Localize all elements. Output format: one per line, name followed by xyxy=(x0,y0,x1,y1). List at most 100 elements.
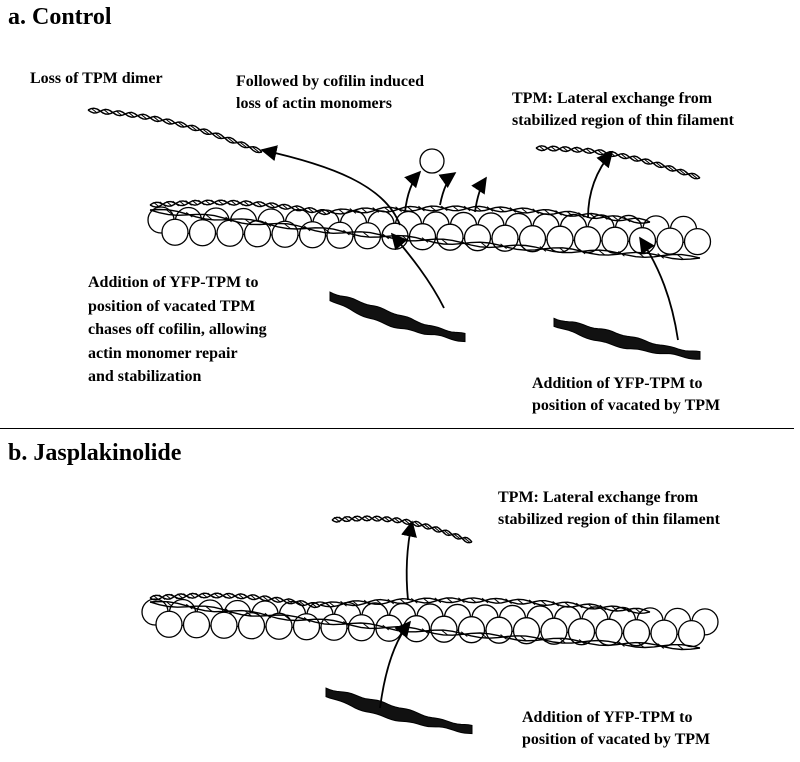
tpm-filament-lower-twist xyxy=(657,253,665,259)
exchanging-tpm-a-twist xyxy=(643,158,651,165)
exchanging-tpm-a-twist xyxy=(649,160,657,166)
tpm-filament-upper-b-twist xyxy=(493,598,501,604)
label-addition-yfp-tpm-b: Addition of YFP-TPM to position of vacat… xyxy=(522,709,711,748)
tpm-filament-left-twist xyxy=(249,200,257,207)
actin-monomer xyxy=(567,618,596,646)
arrow-monomer-release-2 xyxy=(438,172,457,206)
exchanging-tpm-b-twist xyxy=(438,528,446,534)
tpm-filament-left-b-twist xyxy=(231,593,239,599)
dissociated-tpm-dimer-twist xyxy=(109,109,117,116)
actin-monomer xyxy=(573,226,602,254)
tpm-filament-lower-twist xyxy=(323,227,331,234)
dissociated-tpm-dimer-twist xyxy=(134,112,142,119)
arrow-monomer-release-3 xyxy=(471,176,487,213)
dissociated-tpm-dimer-twist xyxy=(208,130,216,137)
tpm-filament-lower-twist xyxy=(441,238,448,245)
actin-monomer xyxy=(485,616,513,644)
tpm-filament-upper-twist xyxy=(463,205,471,212)
actin-monomer xyxy=(182,611,211,639)
exchanging-tpm-b-twist xyxy=(363,515,371,522)
exchanging-tpm-a-twist xyxy=(684,171,692,177)
tpm-filament-upper-twist xyxy=(383,206,391,213)
tpm-filament-upper-b-twist xyxy=(340,600,347,607)
tpm-filament-lower-b-twist xyxy=(343,621,350,627)
tpm-filament-left-twist xyxy=(320,209,327,215)
label-lateral-exchange-a: TPM: Lateral exchange from stabilized re… xyxy=(512,90,734,129)
actin-monomer xyxy=(463,224,492,252)
tpm-filament-upper-twist xyxy=(555,210,562,216)
tpm-filament-upper-b-twist xyxy=(552,600,560,607)
tpm-filament-lower-b-twist xyxy=(500,634,507,640)
tpm-filament-left-b-twist xyxy=(304,601,312,607)
tpm-filament-left-b-twist xyxy=(262,595,269,602)
arrow-dimer-loss xyxy=(260,145,401,226)
exchanging-tpm-a-twist xyxy=(620,153,628,159)
arrow-lateral-exchange-b xyxy=(401,520,417,601)
tpm-filament-upper-b-twist xyxy=(387,598,395,605)
tpm-filament-upper-b-twist xyxy=(410,597,418,604)
actin-monomer xyxy=(457,616,486,644)
actin-monomer xyxy=(650,619,678,647)
dissociated-tpm-dimer-strand-2 xyxy=(87,107,263,154)
tpm-filament-lower-b-twist xyxy=(244,610,252,617)
exchanging-tpm-b-twist xyxy=(443,529,451,536)
panel-a-title: a. Control xyxy=(8,4,112,30)
tpm-filament-lower-b-twist xyxy=(677,644,684,650)
tpm-filament-left-twist xyxy=(230,199,237,206)
exchanging-tpm-a-twist xyxy=(673,167,680,174)
exchanging-tpm-b-twist xyxy=(358,515,366,522)
tpm-filament-left-twist xyxy=(307,207,315,213)
tpm-filament-left-b-twist xyxy=(255,594,263,601)
tpm-filament-left-b-twist xyxy=(292,599,300,606)
tpm-filament-lower-b-twist xyxy=(362,622,370,629)
dissociated-tpm-dimer-twist xyxy=(233,139,241,146)
tpm-filament-upper-b-twist xyxy=(446,597,453,603)
exchanging-tpm-b-twist xyxy=(383,516,391,522)
tpm-filament-lower-twist xyxy=(303,225,311,232)
arrow-yfp-insert-b xyxy=(379,620,412,709)
dissociated-tpm-dimer-twist xyxy=(252,146,260,153)
exchanging-tpm-a-twist xyxy=(556,146,563,152)
tpm-filament-upper-twist xyxy=(440,205,448,212)
actin-monomer xyxy=(237,612,266,640)
tpm-filament-lower-twist xyxy=(500,243,507,250)
tpm-filament-left-twist xyxy=(153,201,160,208)
exchanging-tpm-b-twist xyxy=(458,535,466,541)
tpm-filament-upper-twist xyxy=(532,208,540,215)
exchanging-tpm-b-twist xyxy=(423,523,431,530)
actin-monomer xyxy=(677,620,706,648)
exchanging-tpm-a-twist xyxy=(661,163,669,170)
tpm-filament-left-b-twist xyxy=(219,592,227,599)
tpm-filament-lower-b-twist xyxy=(421,628,429,634)
tpm-filament-lower-twist xyxy=(382,233,390,240)
arrow-lateral-exchange-a xyxy=(587,150,614,219)
tpm-filament-left-twist xyxy=(210,199,218,206)
tpm-filament-left-twist xyxy=(294,205,302,212)
tpm-filament-left-b-twist xyxy=(195,592,202,599)
tpm-filament-lower-b-twist xyxy=(598,640,606,646)
tpm-filament-upper-twist xyxy=(452,205,460,212)
actin-monomer xyxy=(155,610,183,638)
tpm-filament-lower-b-twist xyxy=(618,641,625,647)
actin-monomer xyxy=(683,228,712,256)
dissociated-tpm-dimer-twist xyxy=(103,109,110,115)
exchanging-tpm-a-twist xyxy=(538,145,546,151)
dissociated-tpm-dimer-twist xyxy=(171,120,179,126)
actin-monomer xyxy=(320,613,348,641)
tpm-filament-lower-b-twist xyxy=(185,603,193,610)
released-actin-monomer xyxy=(419,148,445,174)
tpm-filament-upper-twist xyxy=(498,206,505,213)
exchanging-tpm-b-twist xyxy=(343,516,351,522)
dissociated-tpm-dimer-twist xyxy=(128,112,135,118)
tpm-filament-lower-b-twist xyxy=(578,639,586,645)
actin-monomer xyxy=(436,223,464,251)
tpm-filament-upper-b-twist xyxy=(434,597,442,604)
dissociated-tpm-dimer-twist xyxy=(146,115,154,121)
tpm-filament-left-twist xyxy=(300,206,308,213)
tpm-filament-left-twist xyxy=(236,200,244,206)
dissociated-tpm-dimer-twist xyxy=(97,108,104,115)
tpm-filament-left-b-twist xyxy=(280,597,287,604)
dissociated-tpm-dimer-twist xyxy=(121,111,129,117)
actin-monomer xyxy=(601,226,629,254)
exchanging-tpm-a-twist xyxy=(561,146,569,152)
